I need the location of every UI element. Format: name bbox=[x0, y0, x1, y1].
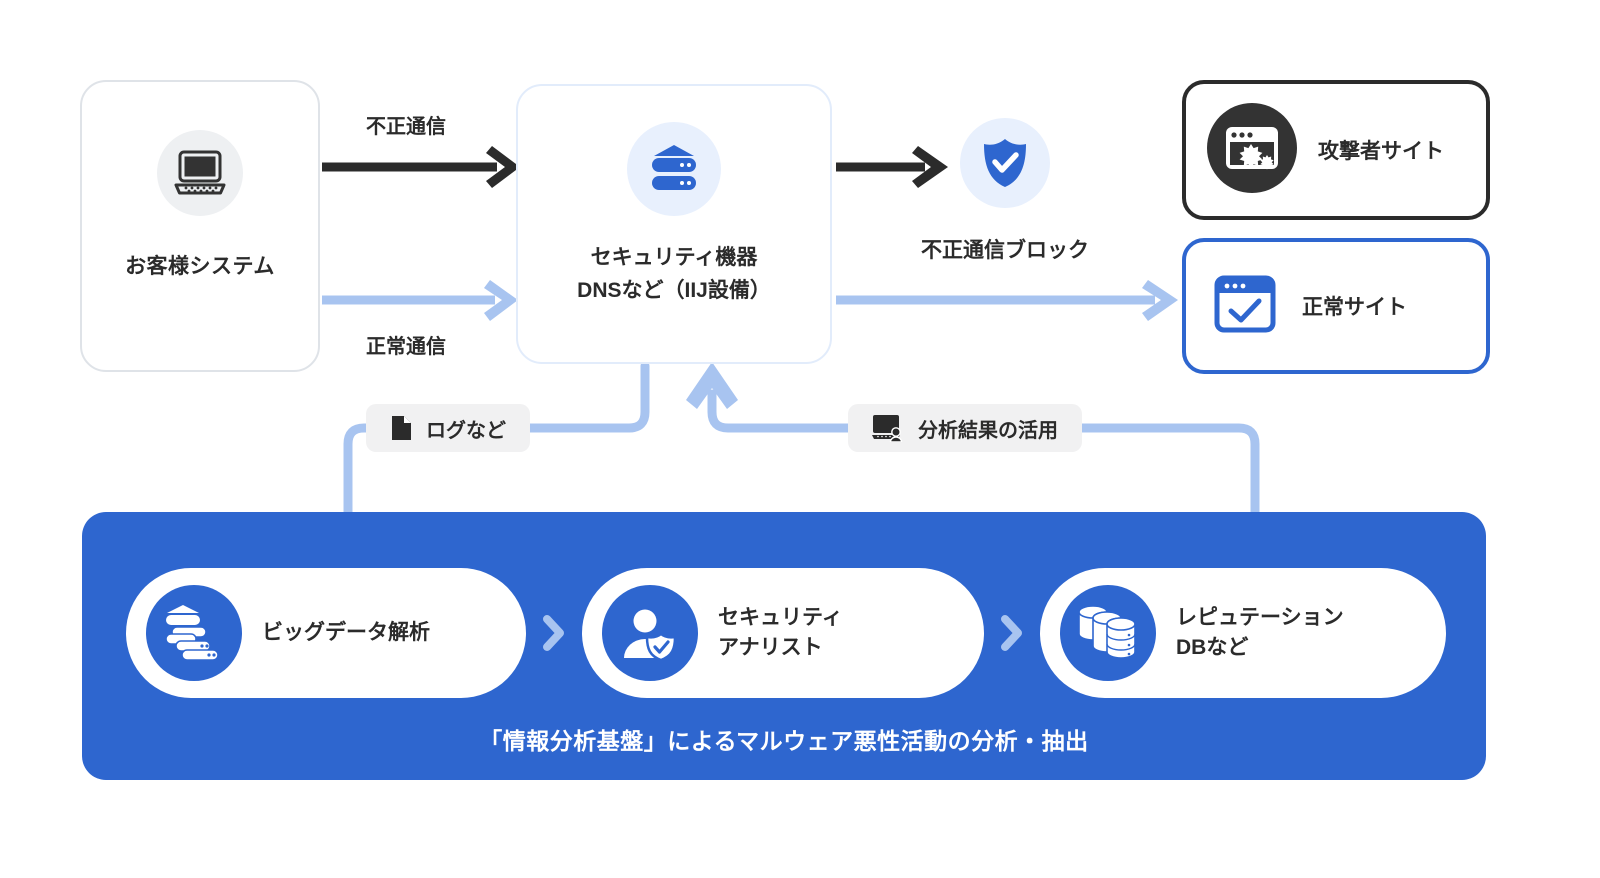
panel-caption: 「情報分析基盤」によるマルウェア悪性活動の分析・抽出 bbox=[479, 728, 1089, 754]
flow-arrow-illegal bbox=[322, 146, 520, 188]
customer-system-label: お客様システム bbox=[125, 255, 275, 278]
platform-item-reputation-line1: レピュテーション bbox=[1176, 605, 1344, 629]
database-stack-icon-glyph bbox=[1078, 605, 1136, 659]
database-stack-icon bbox=[1060, 585, 1156, 681]
platform-item-bigdata-line1: ビッグデータ解析 bbox=[262, 620, 430, 644]
document-icon bbox=[392, 416, 411, 440]
security-device-box: セキュリティ機器 DNSなど（IIJ設備） bbox=[516, 84, 832, 364]
analysis-pill: 分析結果の活用 bbox=[848, 404, 1082, 452]
chevron-right-icon-glyph bbox=[543, 615, 564, 651]
malicious-browser-icon-glyph bbox=[1207, 102, 1297, 193]
analysis-platform-items: ビッグデータ解析 セキュリティ アナリスト bbox=[126, 562, 1446, 704]
block-label: 不正通信ブロック bbox=[921, 239, 1089, 262]
log-pill: ログなど bbox=[366, 404, 530, 452]
security-device-label: セキュリティ機器 DNSなど（IIJ設備） bbox=[577, 242, 771, 307]
analyst-shield-icon bbox=[602, 585, 698, 681]
chevron-right-icon-2-glyph bbox=[1001, 615, 1022, 651]
attacker-site-box: 攻撃者サイト bbox=[1182, 80, 1490, 220]
flow-label-illegal: 不正通信 bbox=[366, 116, 446, 138]
attacker-site-label: 攻撃者サイト bbox=[1318, 140, 1444, 163]
stacked-servers-icon bbox=[146, 585, 242, 681]
block-indicator: 不正通信ブロック bbox=[910, 118, 1100, 264]
laptop-icon-glyph bbox=[174, 150, 226, 195]
platform-item-reputation-line2: DBなど bbox=[1176, 636, 1249, 659]
stacked-servers-icon-glyph bbox=[165, 605, 219, 661]
laptop-icon bbox=[157, 130, 243, 216]
chevron-right-icon bbox=[526, 613, 582, 653]
customer-system-box: お客様システム bbox=[80, 80, 320, 372]
chevron-right-icon-2 bbox=[984, 613, 1040, 653]
platform-item-analyst-line2: アナリスト bbox=[718, 636, 823, 659]
platform-item-analyst-line1: セキュリティ bbox=[718, 605, 843, 629]
platform-item-bigdata: ビッグデータ解析 bbox=[126, 568, 526, 698]
security-device-label-line2: DNSなど（IIJ設備） bbox=[577, 278, 771, 302]
shield-check-icon-glyph bbox=[984, 139, 1026, 187]
safe-browser-icon bbox=[1214, 273, 1276, 340]
server-icon-glyph bbox=[652, 145, 696, 190]
platform-item-reputation-label: レピュテーション DBなど bbox=[1176, 603, 1344, 664]
platform-item-reputation: レピュテーション DBなど bbox=[1040, 568, 1446, 698]
analyst-shield-icon-glyph bbox=[624, 609, 677, 661]
monitor-user-icon bbox=[872, 415, 903, 442]
platform-item-analyst: セキュリティ アナリスト bbox=[582, 568, 984, 698]
shield-check-icon bbox=[960, 118, 1050, 208]
flow-arrow-normal bbox=[322, 280, 518, 321]
log-pill-label: ログなど bbox=[426, 419, 506, 442]
analysis-pill-label: 分析結果の活用 bbox=[918, 419, 1058, 442]
flow-arrow-to-normal-site bbox=[836, 280, 1178, 321]
security-device-label-line1: セキュリティ機器 bbox=[590, 246, 758, 269]
flow-label-normal: 正常通信 bbox=[366, 336, 446, 358]
platform-item-bigdata-label: ビッグデータ解析 bbox=[262, 618, 430, 648]
normal-site-box: 正常サイト bbox=[1182, 238, 1490, 374]
malicious-browser-icon bbox=[1206, 102, 1298, 199]
safe-browser-icon-glyph bbox=[1214, 275, 1276, 332]
server-icon bbox=[627, 122, 721, 216]
platform-item-analyst-label: セキュリティ アナリスト bbox=[718, 603, 843, 664]
normal-site-label: 正常サイト bbox=[1302, 296, 1407, 319]
